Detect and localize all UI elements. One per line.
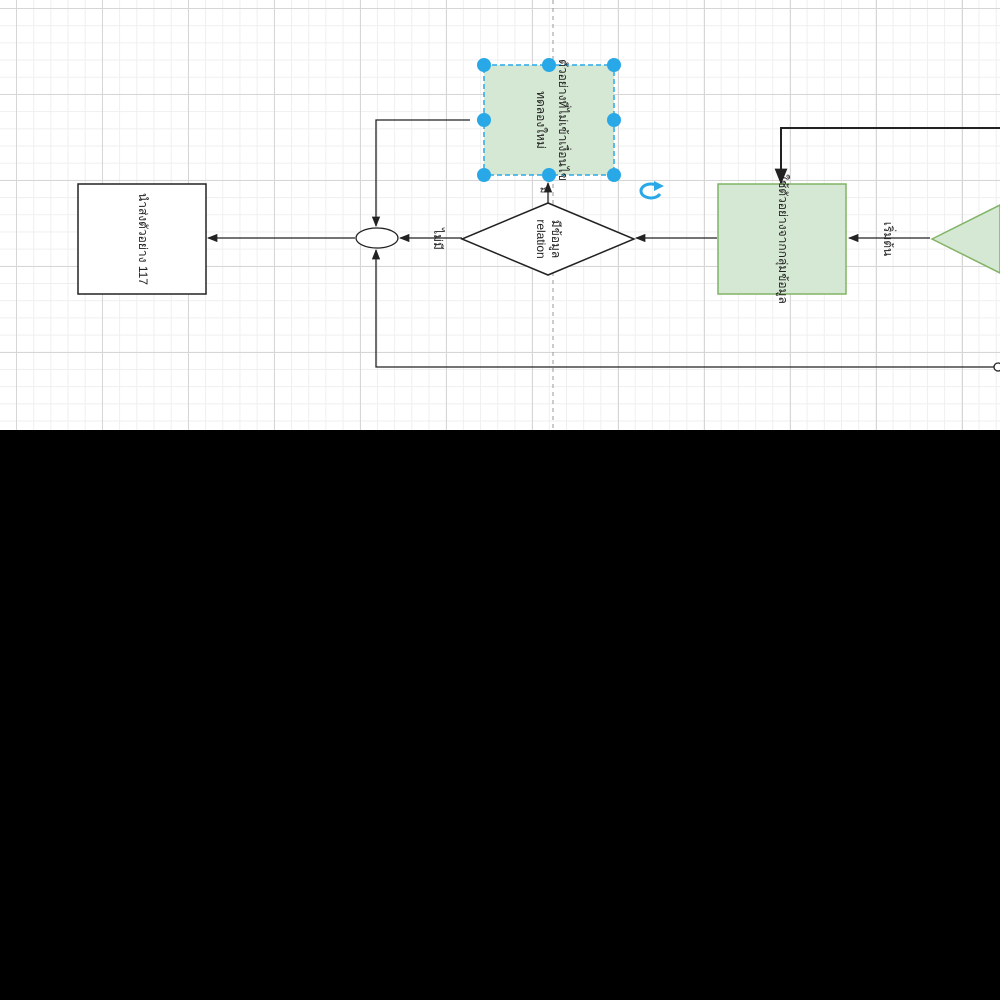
end-node-label: นำส่งตัวอย่าง 117 [136,193,150,285]
edge-label-start: เริ่มต้น [881,222,897,256]
resize-handle-icon[interactable] [607,113,621,127]
edge-label-yes: มี [537,187,549,194]
selected-process-node[interactable]: ตัวอย่างที่ไม่เข้าเงื่อนไข ทดลองใหม่ [483,59,615,181]
junction-circle-icon[interactable] [355,227,399,249]
selection-handles[interactable] [477,58,621,182]
resize-handle-icon[interactable] [542,168,556,182]
empty-black-region [0,430,1000,1000]
resize-handle-icon[interactable] [607,168,621,182]
edge-label-no: ไม่มี [431,227,445,250]
decision-label-line1: มีข้อมูล [548,220,563,259]
decision-node[interactable]: มีข้อมูล relation [460,202,636,276]
selected-node-label-line2: ทดลองใหม่ [534,91,548,149]
flowchart: นำส่งตัวอย่าง 117 ไม่มี มีข้อมูล relatio… [77,0,1000,430]
diagram-canvas[interactable]: นำส่งตัวอย่าง 117 ไม่มี มีข้อมูล relatio… [0,0,1000,430]
resize-handle-icon[interactable] [477,58,491,72]
decision-label-line2: relation [534,219,548,258]
resize-handle-icon[interactable] [542,58,556,72]
resize-handle-icon[interactable] [477,168,491,182]
resize-handle-icon[interactable] [477,113,491,127]
selected-node-label-line1: ตัวอย่างที่ไม่เข้าเงื่อนไข [556,59,572,181]
process-node[interactable]: ใช้ตัวอย่างจากกลุ่มข้อมูล [717,174,847,304]
edge-loop-bottom-to-junction [371,248,996,368]
end-node[interactable]: นำส่งตัวอย่าง 117 [77,183,207,295]
rotate-handle-icon[interactable] [639,181,664,200]
edge-selected-to-junction [371,119,470,228]
edge-top-right-to-process [774,127,1000,185]
start-node[interactable] [930,204,1000,274]
resize-handle-icon[interactable] [607,58,621,72]
process-node-label: ใช้ตัวอย่างจากกลุ่มข้อมูล [775,174,790,304]
loop-end-circle-icon[interactable] [993,362,1000,372]
